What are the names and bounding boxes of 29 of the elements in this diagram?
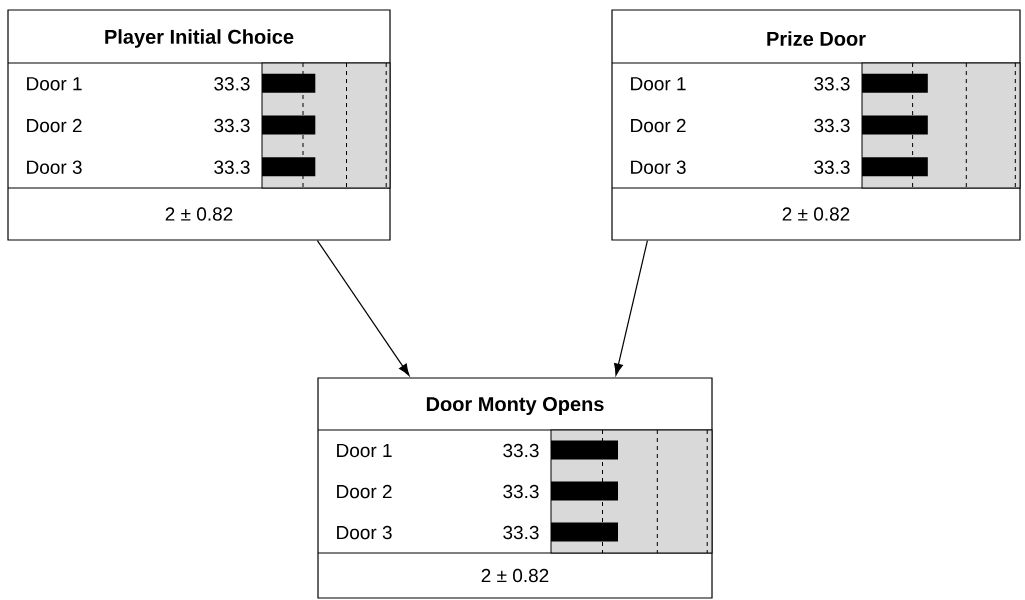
expected-value: 2 ± 0.82 [481,568,549,583]
state-label: Door 3 [337,525,392,540]
state-label: Door 2 [631,118,686,133]
probability-value: 33.3 [503,484,539,499]
probability-value: 33.3 [503,525,539,540]
state-label: Door 1 [631,77,686,91]
expected-value: 2 ± 0.82 [165,207,233,221]
node-title: Player Initial Choice [105,29,294,48]
arrow [614,240,648,376]
node-title: Prize Door [767,31,866,46]
probability-value: 33.3 [214,118,250,133]
bayes-node [7,9,391,241]
probability-value: 33.3 [814,160,850,174]
probability-value: 33.3 [214,160,250,174]
node-title: Door Monty Opens [426,396,604,416]
state-label: Door 1 [27,77,82,91]
probability-value: 33.3 [814,118,850,133]
probability-value: 33.3 [214,77,250,91]
bayes-node [611,9,1021,241]
expected-value: 2 ± 0.82 [782,207,850,221]
state-label: Door 2 [337,484,392,499]
probability-value: 33.3 [503,443,539,458]
bayes-node [317,377,713,599]
arrow [316,240,410,376]
probability-value: 33.3 [814,77,850,91]
state-label: Door 2 [27,118,82,133]
state-label: Door 3 [631,160,686,174]
state-label: Door 3 [27,160,82,174]
state-label: Door 1 [337,443,392,458]
